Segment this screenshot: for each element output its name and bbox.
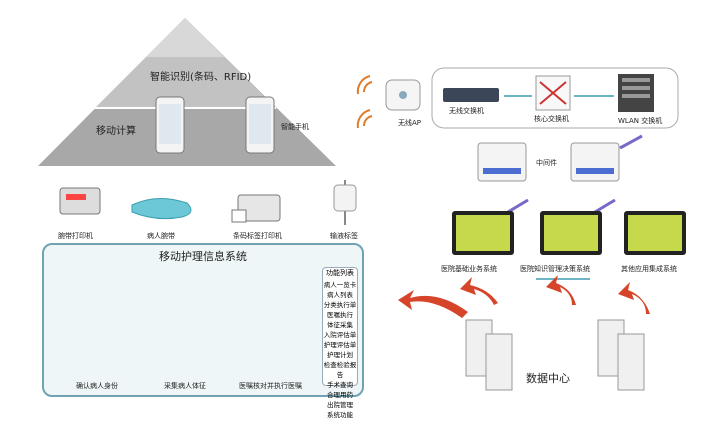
mobile-nursing-panel: 移动护理信息系统 确认病人身份 采集病人体征 医嘱核对并执行医嘱 功能列表 病人…	[42, 243, 364, 419]
data-flow-arrows	[398, 275, 650, 318]
smartphone-label: 智能手机	[281, 123, 309, 131]
function-list: 功能列表 病人一览卡 病人列表 分类执行单 医嘱执行 体征采集 入院评估单 护理…	[322, 267, 358, 419]
function-item: 出院管理	[327, 401, 353, 409]
function-item: 手术查询	[327, 381, 353, 389]
device-label-wristband-printer: 腕带打印机	[58, 232, 93, 240]
poe-switch-icon	[443, 88, 499, 102]
poe-switch-label: 无线交换机	[449, 107, 484, 115]
function-item: 入院评估单	[323, 331, 357, 339]
system-label: 医院知识管理决策系统	[520, 265, 590, 273]
wlan-switch-label: WLAN 交换机	[618, 117, 663, 125]
function-item: 体征采集	[327, 321, 353, 329]
function-item: 病人列表	[327, 291, 353, 299]
function-item: 医嘱执行	[327, 311, 353, 319]
wifi-icon	[356, 75, 373, 129]
function-item: 护理计划	[327, 351, 353, 359]
function-item: 分类执行单	[323, 301, 357, 309]
system-monitor-icon	[452, 211, 686, 255]
pyramid-top-label: 智能识别(条码、RFID)	[150, 72, 252, 83]
pyramid-top	[95, 18, 276, 108]
system-label: 医院基础业务系统	[441, 265, 497, 273]
core-switch-icon	[535, 75, 571, 111]
infusion-label-icon	[333, 180, 357, 225]
photo-caption: 采集病人体征	[164, 382, 206, 390]
device-label-infusion: 输液标签	[330, 232, 358, 240]
photo-caption: 确认病人身份	[76, 382, 118, 390]
system-label: 其他应用集成系统	[621, 265, 677, 273]
label-printer-icon	[231, 194, 281, 223]
function-item: 系统功能	[327, 411, 353, 419]
panel-title: 移动护理信息系统	[159, 250, 247, 263]
datacenter-server-icon	[465, 319, 645, 391]
core-switch-label: 核心交换机	[534, 115, 569, 123]
function-item: 合理用药	[327, 391, 353, 399]
middleware-server-icon	[477, 142, 620, 182]
device-label-label-printer: 条码标签打印机	[233, 232, 282, 240]
wristband-printer-icon	[59, 187, 101, 215]
function-item: 检查检验报告	[323, 361, 357, 379]
function-item: 护理评估单	[323, 341, 357, 349]
middleware-label: 中间件	[536, 159, 557, 167]
photo-caption: 医嘱核对并执行医嘱	[239, 382, 302, 390]
pyramid-mid-label: 移动计算	[96, 126, 136, 137]
cable-icon	[507, 134, 643, 214]
link-arrows	[504, 95, 614, 280]
ap-label: 无线AP	[398, 119, 422, 127]
function-item: 病人一览卡	[323, 281, 357, 289]
device-label-wristband: 病人腕带	[147, 232, 175, 240]
wristband-icon	[131, 198, 192, 220]
datacenter-label: 数据中心	[526, 372, 570, 385]
function-list-title: 功能列表	[326, 269, 354, 277]
